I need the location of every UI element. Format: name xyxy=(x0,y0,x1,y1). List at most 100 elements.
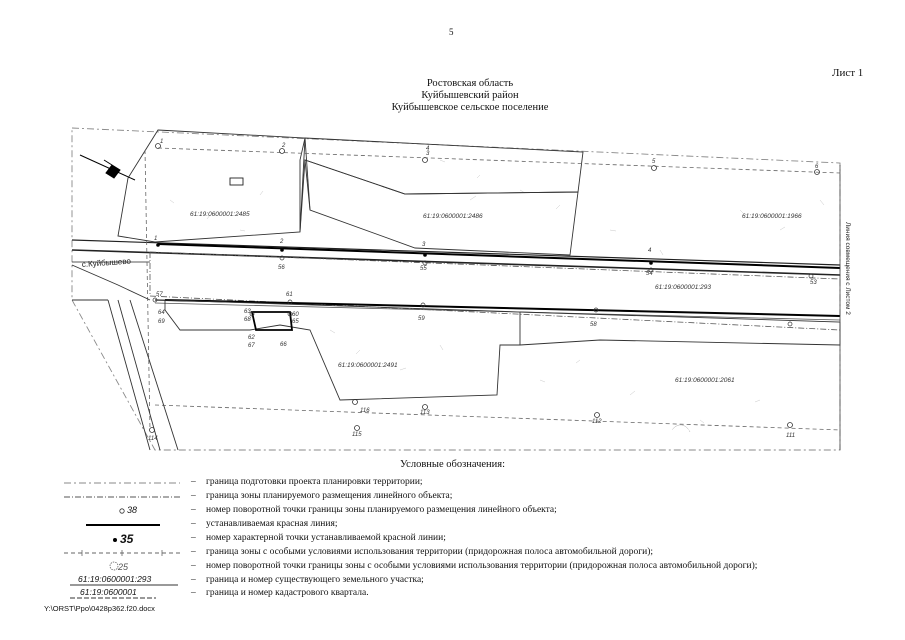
legend-symbol-number: 35 xyxy=(120,532,134,546)
parcel-label-2491: 61:19:0600001:2491 xyxy=(338,362,398,369)
boundary-point-label: 63 xyxy=(244,309,251,315)
boundary-point-label: 61 xyxy=(286,292,293,298)
legend-symbol: 35 xyxy=(60,532,185,546)
legend-item-roadside-zone-point: 25 – номер поворотной точки границы зоны… xyxy=(40,561,860,573)
boundary-point-label: 60 xyxy=(292,312,299,318)
zone-point-label: 3 xyxy=(426,151,430,157)
legend-symbol-number: 25 xyxy=(118,562,129,572)
boundary-points xyxy=(152,255,814,327)
legend-symbol: 38 xyxy=(60,505,185,517)
zone-point-label: 112 xyxy=(592,419,602,425)
red-line-points xyxy=(156,243,653,265)
legend-item-land-parcel: 61:19:0600001:293 – граница и номер суще… xyxy=(40,574,860,587)
zone-point-label: 115 xyxy=(352,432,362,438)
boundary-point-label: 54 xyxy=(646,271,653,277)
legend-symbol xyxy=(64,496,180,498)
red-line-point-label: 3 xyxy=(422,242,426,248)
legend-item-project-boundary: – граница подготовки проекта планировки … xyxy=(40,477,860,489)
boundary-point-label: 67 xyxy=(248,343,255,349)
boundary-point-label: 56 xyxy=(278,265,285,271)
sheet-joint-note: Линия совмещения с Листом 2 xyxy=(844,222,851,315)
zone-point-label: 113 xyxy=(420,410,430,416)
file-path: Y:\ORST\Ppo\0428p362.f20.docx xyxy=(44,604,155,613)
legend-item-roadside-zone: – граница зоны с особыми условиями испол… xyxy=(40,547,860,559)
boundary-point-label: 59 xyxy=(418,316,425,322)
red-line-point-label: 1 xyxy=(154,236,157,242)
legend-symbol xyxy=(64,482,180,484)
roadside-zone xyxy=(144,147,841,431)
legend-dash: – xyxy=(191,588,196,598)
zone-point-label: 111 xyxy=(786,433,795,439)
zone-point-label: 1 xyxy=(160,139,163,145)
project-boundary xyxy=(71,127,841,451)
title-region: Ростовская область xyxy=(426,78,514,89)
sheet-label: Лист 1 xyxy=(832,67,864,79)
legend-dash: – xyxy=(191,519,196,529)
legend-symbol-number: 61:19:0600001 xyxy=(80,587,137,597)
parcel-label-2061: 61:19:0600001:2061 xyxy=(675,377,735,384)
legend-symbol-number: 61:19:0600001:293 xyxy=(78,574,152,584)
village-label: с.Куйбышево xyxy=(82,257,132,269)
zone-point-label: 116 xyxy=(360,408,370,414)
parcel-2486-inner xyxy=(304,159,579,256)
boundary-point-label: 65 xyxy=(292,319,299,325)
zone-point-label: 6 xyxy=(815,164,819,170)
legend-text: граница зоны с особыми условиями использ… xyxy=(206,547,654,557)
zone-point-label: 2 xyxy=(281,143,286,149)
parcel-label-1966: 61:19:0600001:1966 xyxy=(742,213,802,220)
red-line xyxy=(157,243,841,269)
page-number: 5 xyxy=(449,27,454,37)
legend-symbol-number: 38 xyxy=(127,505,138,515)
boundary-point-label: 58 xyxy=(590,322,597,328)
title-block: Ростовская область Куйбышевский район Ку… xyxy=(340,78,600,114)
western-roads xyxy=(71,264,179,451)
boundary-point-label: 69 xyxy=(158,319,165,325)
parcel-label-293: 61:19:0600001:293 xyxy=(655,284,711,291)
selected-parcel xyxy=(250,311,294,331)
boundary-point-label: 57 xyxy=(156,292,163,298)
legend-title: Условные обозначения: xyxy=(400,459,506,470)
legend-dash: – xyxy=(191,477,196,487)
map-texture xyxy=(169,159,825,433)
legend-text: номер поворотной точки границы зоны с ос… xyxy=(206,561,758,571)
legend-dash: – xyxy=(191,505,196,515)
north-arrow-icon xyxy=(79,154,136,181)
boundary-point-label: 66 xyxy=(280,342,287,348)
legend-symbol: 61:19:0600001:293 xyxy=(60,574,185,587)
legend-text: граница подготовки проекта планировки те… xyxy=(206,477,423,487)
zone-point-label: 4 xyxy=(426,146,430,152)
legend-item-cadastral-quarter: 61:19:0600001 – граница и номер кадастро… xyxy=(40,587,860,600)
legend-dash: – xyxy=(191,561,196,571)
legend-item-linear-zone-point: 38 – номер поворотной точки границы зоны… xyxy=(40,505,860,517)
legend-text: граница зоны планируемого размещения лин… xyxy=(206,491,453,501)
title-district: Куйбышевский район xyxy=(421,90,519,101)
legend-dash: – xyxy=(191,575,196,585)
building xyxy=(229,177,244,186)
red-line-point-label: 2 xyxy=(279,239,284,245)
legend-text: номер характерной точки устанавливаемой … xyxy=(206,533,446,543)
red-line-2 xyxy=(164,299,841,317)
parcel-2485-boundary xyxy=(117,129,306,243)
parcel-label-2486: 61:19:0600001:2486 xyxy=(423,213,483,220)
parcel-label-2485: 61:19:0600001:2485 xyxy=(190,211,250,218)
legend-symbol: 25 xyxy=(60,561,185,573)
legend-text: граница и номер существующего земельного… xyxy=(206,575,424,585)
legend-dash: – xyxy=(191,533,196,543)
legend-dash: – xyxy=(191,547,196,557)
zone-points xyxy=(149,143,820,433)
legend-text: номер поворотной точки границы зоны план… xyxy=(206,505,557,515)
boundary-point-label: 64 xyxy=(158,310,165,316)
planning-map: 61:19:0600001:2485 61:19:0600001:2486 61… xyxy=(71,127,851,451)
legend-text: устанавливаемая красная линия; xyxy=(206,519,338,529)
title-settlement: Куйбышевское сельское поселение xyxy=(391,102,549,113)
legend-dash: – xyxy=(191,491,196,501)
legend-item-linear-zone: – граница зоны планируемого размещения л… xyxy=(40,491,860,503)
boundary-point-label: 55 xyxy=(420,266,427,272)
boundary-point-label: 62 xyxy=(248,335,255,341)
road-lines xyxy=(71,239,841,321)
zone-point-label: 5 xyxy=(652,159,656,165)
red-line-point-label: 4 xyxy=(648,248,652,254)
legend-item-red-line-point: 35 – номер характерной точки устанавлива… xyxy=(40,532,860,546)
legend-symbol: 61:19:0600001 xyxy=(60,587,185,600)
legend-item-red-line: – устанавливаемая красная линия; xyxy=(40,519,860,531)
